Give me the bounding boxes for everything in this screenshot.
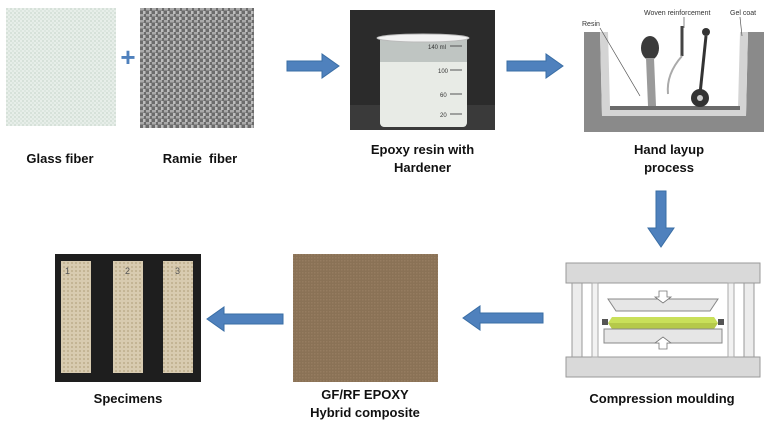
specimen-strip: [61, 261, 91, 373]
epoxy-beaker-image: 140 ml 100 60 20: [350, 10, 495, 130]
glass-fiber-label: Glass fiber: [26, 151, 94, 166]
hand-layup-image: Resin Woven reinforcement Gel coat: [580, 6, 768, 132]
flow-arrow-left: [206, 306, 284, 332]
flow-arrow-right: [506, 53, 564, 79]
woven-annotation: Woven reinforcement: [644, 10, 710, 17]
plus-icon: +: [120, 42, 136, 72]
flow-arrow-right: [286, 53, 340, 79]
ramie-fiber-image: [140, 8, 254, 128]
specimens-label: Specimens: [93, 391, 163, 406]
compression-label: Compression moulding: [589, 391, 735, 406]
hybrid-composite-image: [293, 254, 438, 382]
gel-coat-annotation: Gel coat: [730, 10, 756, 17]
flow-arrow-left: [462, 305, 544, 331]
beaker-mark: 60: [440, 93, 447, 99]
specimens-image: 1 2 3: [55, 254, 201, 382]
resin-annotation: Resin: [582, 21, 600, 28]
specimen-strip: [113, 261, 143, 373]
epoxy-label-line2: Hardener: [393, 160, 452, 175]
specimen-number: 3: [175, 266, 180, 276]
specimen-number: 1: [65, 266, 70, 276]
hand-layup-label-line2: process: [644, 160, 694, 175]
epoxy-label: Epoxy resin with Hardener: [355, 141, 490, 177]
hybrid-label-line2: Hybrid composite: [310, 405, 420, 420]
epoxy-label-line1: Epoxy resin with: [370, 142, 475, 157]
compression-mould-image: [558, 257, 768, 385]
hybrid-label-line1: GF/RF EPOXY: [321, 387, 409, 402]
hybrid-label: GF/RF EPOXY Hybrid composite: [300, 386, 430, 422]
beaker-mark: 100: [438, 69, 449, 75]
beaker-mark: 140 ml: [428, 45, 446, 51]
glass-fiber-image: [6, 8, 116, 126]
hand-layup-label-line1: Hand layup: [633, 142, 705, 157]
beaker-mark: 20: [440, 113, 447, 119]
flow-arrow-down: [647, 190, 675, 248]
ramie-fiber-label: Ramie fiber: [162, 151, 238, 166]
hand-layup-label: Hand layup process: [610, 141, 728, 177]
specimen-number: 2: [125, 266, 130, 276]
specimen-strip: [163, 261, 193, 373]
